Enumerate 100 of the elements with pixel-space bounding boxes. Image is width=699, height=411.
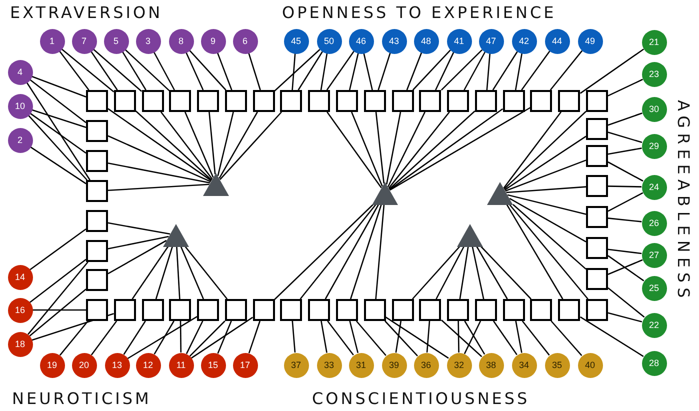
connector-line <box>326 112 382 188</box>
connector-line <box>189 320 226 357</box>
numbered-circle: 33 <box>316 352 342 378</box>
connector-line <box>326 50 354 90</box>
numbered-circle: 21 <box>642 30 666 54</box>
indicator-square <box>86 180 108 202</box>
numbered-circle: 2 <box>8 128 32 152</box>
connector-line <box>412 50 451 90</box>
indicator-square <box>308 299 330 321</box>
connector-line <box>464 320 486 355</box>
connector-line <box>503 112 562 188</box>
group-title: EXTRAVERSION <box>10 3 163 22</box>
connector-line <box>505 160 586 192</box>
connector-line <box>108 222 170 235</box>
connector-line <box>30 146 86 184</box>
indicator-square <box>558 299 580 321</box>
connector-line <box>127 316 198 360</box>
numbered-circle: 39 <box>382 352 406 378</box>
group-title: NEUROTICISM <box>12 389 152 408</box>
connector-line <box>186 52 204 90</box>
indicator-square <box>502 299 525 321</box>
connector-line <box>160 112 213 180</box>
numbered-circle: 27 <box>642 242 666 268</box>
indicator-square <box>252 90 275 112</box>
numbered-circle: 18 <box>8 332 32 356</box>
connector-line <box>292 320 296 353</box>
connector-line <box>388 110 476 190</box>
indicator-square <box>169 90 192 112</box>
connector-line <box>248 320 261 354</box>
connector-line <box>608 255 644 282</box>
indicator-square <box>474 299 497 321</box>
connector-line <box>472 246 484 300</box>
connector-line <box>155 246 174 300</box>
connector-line <box>154 320 174 355</box>
numbered-circle: 34 <box>512 352 536 378</box>
group-title: AGREEABLENESS <box>674 100 693 303</box>
indicator-square <box>252 299 275 321</box>
latent-triangle <box>203 172 229 196</box>
connector-line <box>292 53 296 90</box>
numbered-circle: 3 <box>136 28 160 54</box>
numbered-circle: 4 <box>8 60 32 84</box>
connector-line <box>395 320 402 353</box>
numbered-circle: 38 <box>478 352 504 378</box>
connector-line <box>385 316 449 359</box>
connector-line <box>30 228 86 270</box>
connector-line <box>248 52 261 90</box>
connector-line <box>217 112 234 176</box>
numbered-circle: 29 <box>642 134 666 158</box>
indicator-square <box>447 90 470 112</box>
latent-triangle <box>487 182 513 204</box>
indicator-square <box>364 90 386 112</box>
connector-line <box>320 53 328 90</box>
connector-line <box>406 52 422 90</box>
connector-line <box>608 248 642 254</box>
indicator-square <box>586 90 608 112</box>
numbered-circle: 25 <box>642 276 666 300</box>
indicator-square <box>586 299 608 321</box>
connector-line <box>504 110 586 190</box>
connector-line <box>32 312 114 341</box>
numbered-circle: 9 <box>200 28 226 54</box>
indicator-square <box>364 299 386 321</box>
connector-line <box>509 204 588 300</box>
connector-line <box>608 312 642 322</box>
connector-line <box>31 76 86 98</box>
connector-line <box>458 320 460 353</box>
connector-line <box>486 53 491 90</box>
indicator-square <box>336 90 358 112</box>
connector-line <box>356 320 386 356</box>
connector-line <box>608 287 645 318</box>
connector-line <box>92 48 142 92</box>
connector-line <box>412 246 460 300</box>
connector-line <box>108 236 169 250</box>
connector-line <box>108 240 167 274</box>
indicator-square <box>86 210 108 232</box>
indicator-square <box>86 240 108 262</box>
connector-line <box>191 316 254 359</box>
group-title: OPENNESS TO EXPERIENCE <box>282 3 556 22</box>
connector-line <box>509 198 586 242</box>
connector-line <box>580 316 644 357</box>
connector-line <box>90 320 118 356</box>
connector-line <box>349 320 359 354</box>
indicator-square <box>586 206 608 228</box>
connector-line <box>426 320 430 353</box>
indicator-square <box>336 299 358 321</box>
group-title: CONSCIENTIOUSNESS <box>312 389 530 408</box>
connector-line <box>327 320 354 356</box>
connector-line <box>351 112 383 187</box>
numbered-circle: 11 <box>168 352 194 378</box>
connector-line <box>153 52 175 90</box>
connector-line <box>300 204 376 300</box>
connector-line <box>363 53 373 90</box>
connector-line <box>32 309 86 311</box>
indicator-square <box>586 118 608 140</box>
indicator-square <box>86 299 108 321</box>
numbered-circle: 37 <box>284 352 308 378</box>
connector-line <box>30 112 86 154</box>
connector-line <box>220 112 282 180</box>
connector-line <box>386 112 402 185</box>
numbered-circle: 26 <box>642 210 666 236</box>
connector-line <box>459 246 469 300</box>
